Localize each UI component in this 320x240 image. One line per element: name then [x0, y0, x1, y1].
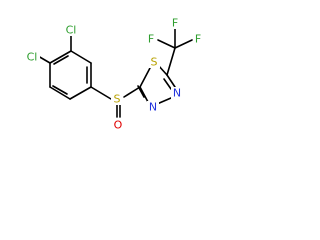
bond-c1-c2	[70, 50, 92, 64]
label-bg	[193, 33, 204, 45]
bond-c2-s-ring	[139, 67, 151, 88]
oxygen-atom: O	[114, 119, 123, 132]
chlorine-atom-lower: Cl	[27, 51, 38, 64]
bond-c4-c5	[49, 86, 71, 100]
label-bg	[170, 17, 181, 29]
bond-c6-c1	[49, 50, 72, 64]
bond-c-f-left	[157, 39, 176, 49]
thiadiazole-ring	[137, 64, 176, 105]
label-bg	[146, 33, 157, 45]
label-bg	[63, 24, 79, 36]
sulfinyl-sulfur-atom: S	[114, 93, 121, 106]
label-bg	[112, 119, 124, 131]
label-bg	[148, 56, 160, 68]
label-bg	[111, 93, 123, 105]
ring-sulfur-atom: S	[151, 56, 158, 69]
chlorine-atom-upper: Cl	[66, 24, 77, 37]
double-bond-inner-bottom	[52, 85, 68, 95]
molecule-diagram: Cl Cl S O S N N F F F	[0, 0, 219, 151]
double-bond-inner-top	[53, 55, 69, 65]
bond-c-s	[90, 86, 112, 100]
label-bg	[24, 51, 40, 63]
benzene-ring	[49, 50, 92, 100]
bond-s-c-ring	[123, 86, 141, 98]
fluorine-atom-right: F	[195, 33, 201, 46]
bond-c5-n-double	[163, 78, 172, 90]
structure-svg: Cl Cl S O S N N F F F	[24, 17, 204, 132]
fluorine-atom-left: F	[148, 33, 154, 46]
bond-n-c2-double	[137, 85, 145, 98]
bond-c5-cf3	[166, 47, 176, 76]
nitrogen-atom-right: N	[173, 87, 181, 100]
bond-c-f-right	[174, 39, 193, 49]
bond-n-c2	[139, 86, 149, 103]
bond-c5-n	[166, 74, 176, 88]
nitrogen-atom-left: N	[149, 101, 157, 114]
label-bg	[171, 87, 183, 99]
label-bg	[147, 101, 159, 113]
bond-n-n	[156, 97, 172, 105]
bond-c3-c4	[69, 86, 92, 100]
fluorine-atom-top: F	[172, 17, 178, 30]
